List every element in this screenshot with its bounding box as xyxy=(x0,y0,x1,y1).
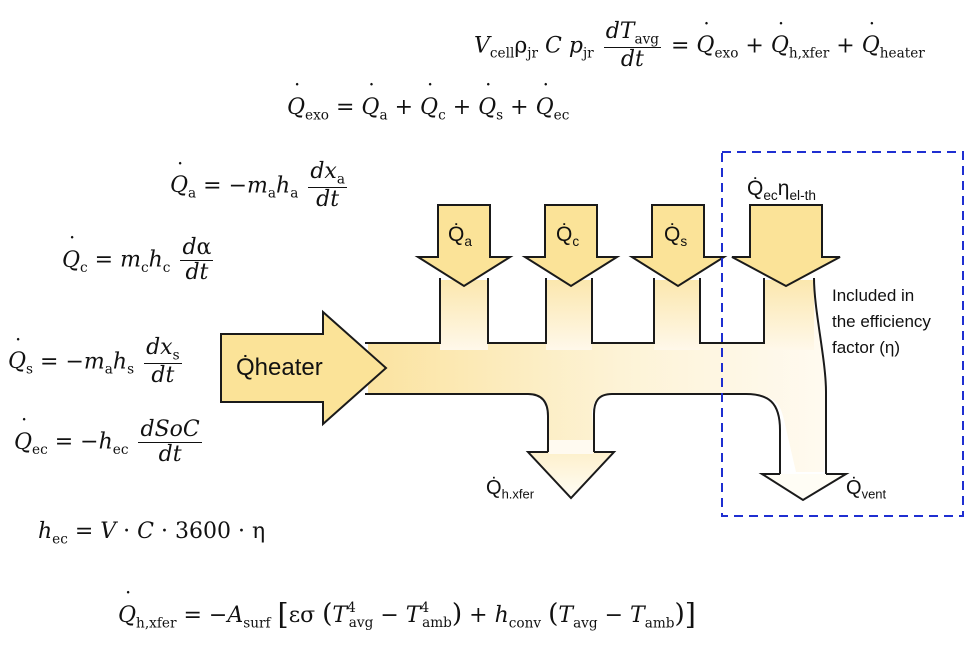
main-flow-band xyxy=(368,285,826,472)
efficiency-note-line-1: Included in xyxy=(832,286,915,305)
efficiency-note-line-3: factor (η) xyxy=(832,338,901,357)
h-ec-equation: hec = V · C · 3600 · η xyxy=(38,519,266,548)
q-exo-equation: Qexo = Qa + Qc + Qs + Qec xyxy=(287,96,569,123)
vent-down-arrow xyxy=(758,473,850,502)
hxfer-down-arrow xyxy=(525,451,617,500)
vent-label: Q̇vent xyxy=(846,477,887,502)
heater-label: Q̇heater xyxy=(236,354,323,381)
qa-down-arrow xyxy=(414,204,514,288)
qc-down-arrow xyxy=(521,204,621,288)
qc-label: Q̇c xyxy=(556,223,580,249)
qs-label: Q̇s xyxy=(664,223,688,249)
efficiency-note-line-2: the efficiency xyxy=(832,312,931,331)
qs-down-arrow xyxy=(628,204,728,288)
heater-arrow xyxy=(220,309,388,427)
efficiency-box xyxy=(721,151,964,517)
q-hxfer-equation: Qh,xfer = −Asurf [εσ (T4avg − T4amb) + h… xyxy=(118,600,696,631)
hxfer-label: Q̇h.xfer xyxy=(486,477,535,502)
flow-outlines xyxy=(365,277,827,474)
qa-label: Q̇a xyxy=(448,223,472,249)
qec-eta-label: Q̇ecηel-th xyxy=(747,177,816,203)
qec-down-arrow xyxy=(731,204,841,288)
efficiency-note: Included in the efficiency factor (η) xyxy=(832,283,931,361)
